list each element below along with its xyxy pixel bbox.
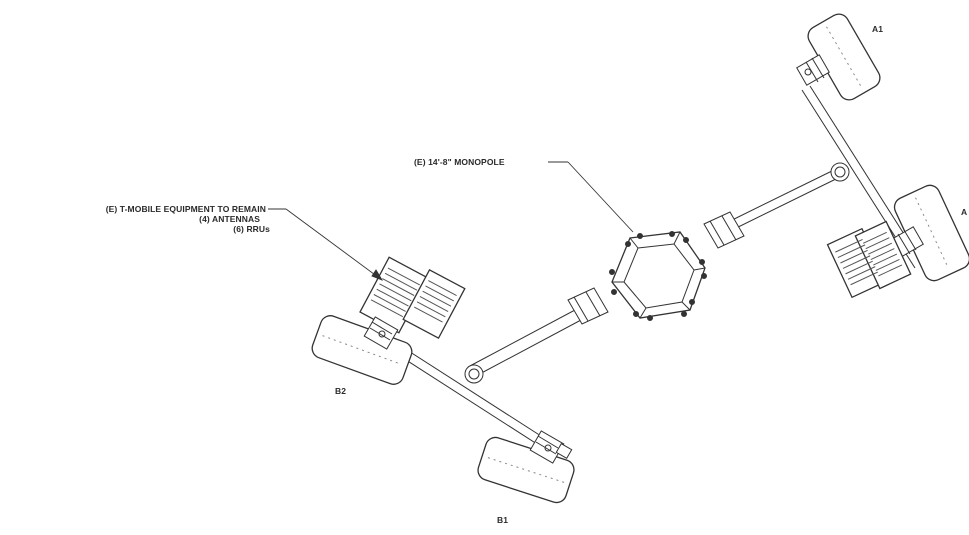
equipment-label-line2: (4) ANTENNAS: [199, 214, 260, 224]
arm-left: [467, 301, 597, 378]
bracket-a1: [796, 54, 830, 86]
leader-equipment: [268, 208, 384, 281]
junction-right: [830, 162, 850, 182]
junction-left: [464, 364, 484, 384]
leader-monopole: [548, 161, 634, 233]
sector-label-b1: B1: [497, 515, 509, 525]
clamp-right: [703, 211, 745, 249]
sector-label-b2: B2: [335, 386, 347, 396]
monopole-label: (E) 14'-8" MONOPOLE: [414, 157, 505, 167]
arm-right: [719, 167, 843, 235]
equipment-label-line1: (E) T-MOBILE EQUIPMENT TO REMAIN: [105, 204, 266, 214]
clamp-left: [567, 287, 609, 325]
rru-box-a: [826, 220, 912, 299]
rru-box-b: [359, 256, 466, 339]
bracket-b2: [363, 316, 399, 350]
sector-label-a2: A: [961, 207, 968, 217]
equipment-label-line3: (6) RRUs: [233, 224, 270, 234]
bracket-b1: [529, 430, 573, 464]
sector-label-a1: A1: [872, 24, 884, 34]
monopole-hub: [609, 231, 707, 321]
